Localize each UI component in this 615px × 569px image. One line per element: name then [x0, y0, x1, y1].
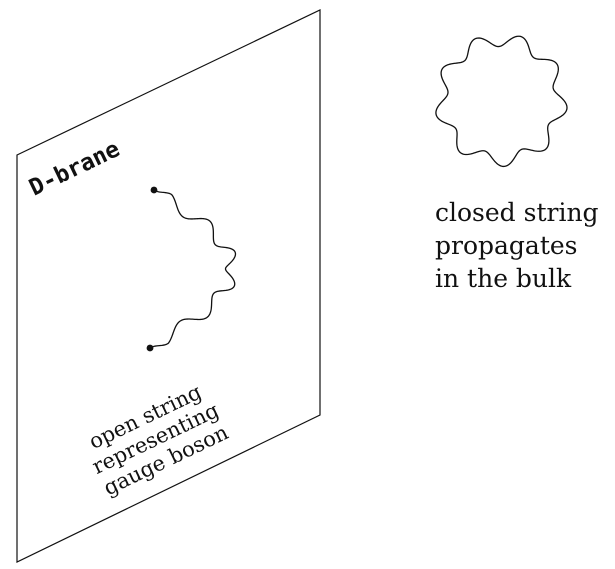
closed-string-caption-line-1: closed string [435, 198, 599, 227]
open-string-upper-endpoint [150, 186, 158, 194]
closed-string-caption-line-3: in the bulk [435, 264, 572, 293]
open-string-lower-endpoint [146, 344, 154, 352]
closed-string [435, 35, 568, 168]
open-string [149, 189, 237, 349]
d-brane-label: D-brane [25, 136, 124, 201]
closed-string-caption-line-2: propagates [435, 231, 578, 260]
closed-string-caption: closed string propagates in the bulk [435, 198, 599, 293]
d-brane-plane [16, 9, 321, 563]
open-string-caption: open string representing gauge boson [85, 380, 232, 500]
